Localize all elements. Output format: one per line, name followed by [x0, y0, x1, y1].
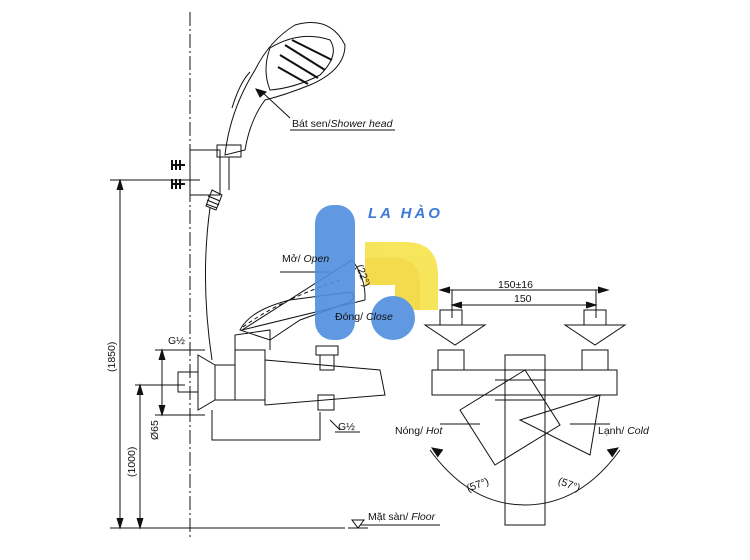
watermark-logo [315, 205, 438, 340]
label-floor: Mặt sàn/ Floor [368, 511, 436, 523]
label-hot: Nóng/ Hot [395, 425, 443, 437]
dimension-diameter [155, 348, 205, 417]
shower-hose [204, 189, 223, 361]
spacing-tolerance-label: 150±16 [498, 279, 533, 291]
dimension-150 [438, 286, 610, 318]
label-shower-head: Bát sen/Shower head [292, 118, 394, 130]
mixer-body-side [177, 329, 386, 441]
arrow-icon [255, 88, 268, 98]
mixer-body-front [423, 309, 627, 526]
height-total-label: (1850) [106, 342, 118, 372]
watermark-text: LA HÀO [368, 205, 443, 222]
rotation-angle-arcs [429, 447, 621, 506]
dimension-1000 [135, 383, 185, 530]
lever-open-position [242, 279, 341, 328]
thread-top-label: G½ [168, 335, 185, 347]
diameter-label: Ø65 [149, 420, 161, 440]
angle-cold-label: (57°) [556, 475, 582, 494]
height-valve-label: (1000) [126, 447, 138, 477]
angle-hot-label: (57°) [465, 476, 491, 495]
leader-shower-head [261, 91, 291, 119]
spacing-label: 150 [514, 293, 532, 305]
label-cold: Lạnh/ Cold [598, 425, 650, 437]
label-open: Mở/ Open [282, 253, 329, 265]
label-close: Đóng/ Close [335, 311, 393, 323]
floor-marker-icon [348, 519, 368, 529]
wall-bracket-screws [171, 149, 221, 196]
dimension-1850 [110, 178, 200, 530]
shower-head [216, 22, 346, 190]
thread-bottom-label: G½ [338, 421, 355, 433]
